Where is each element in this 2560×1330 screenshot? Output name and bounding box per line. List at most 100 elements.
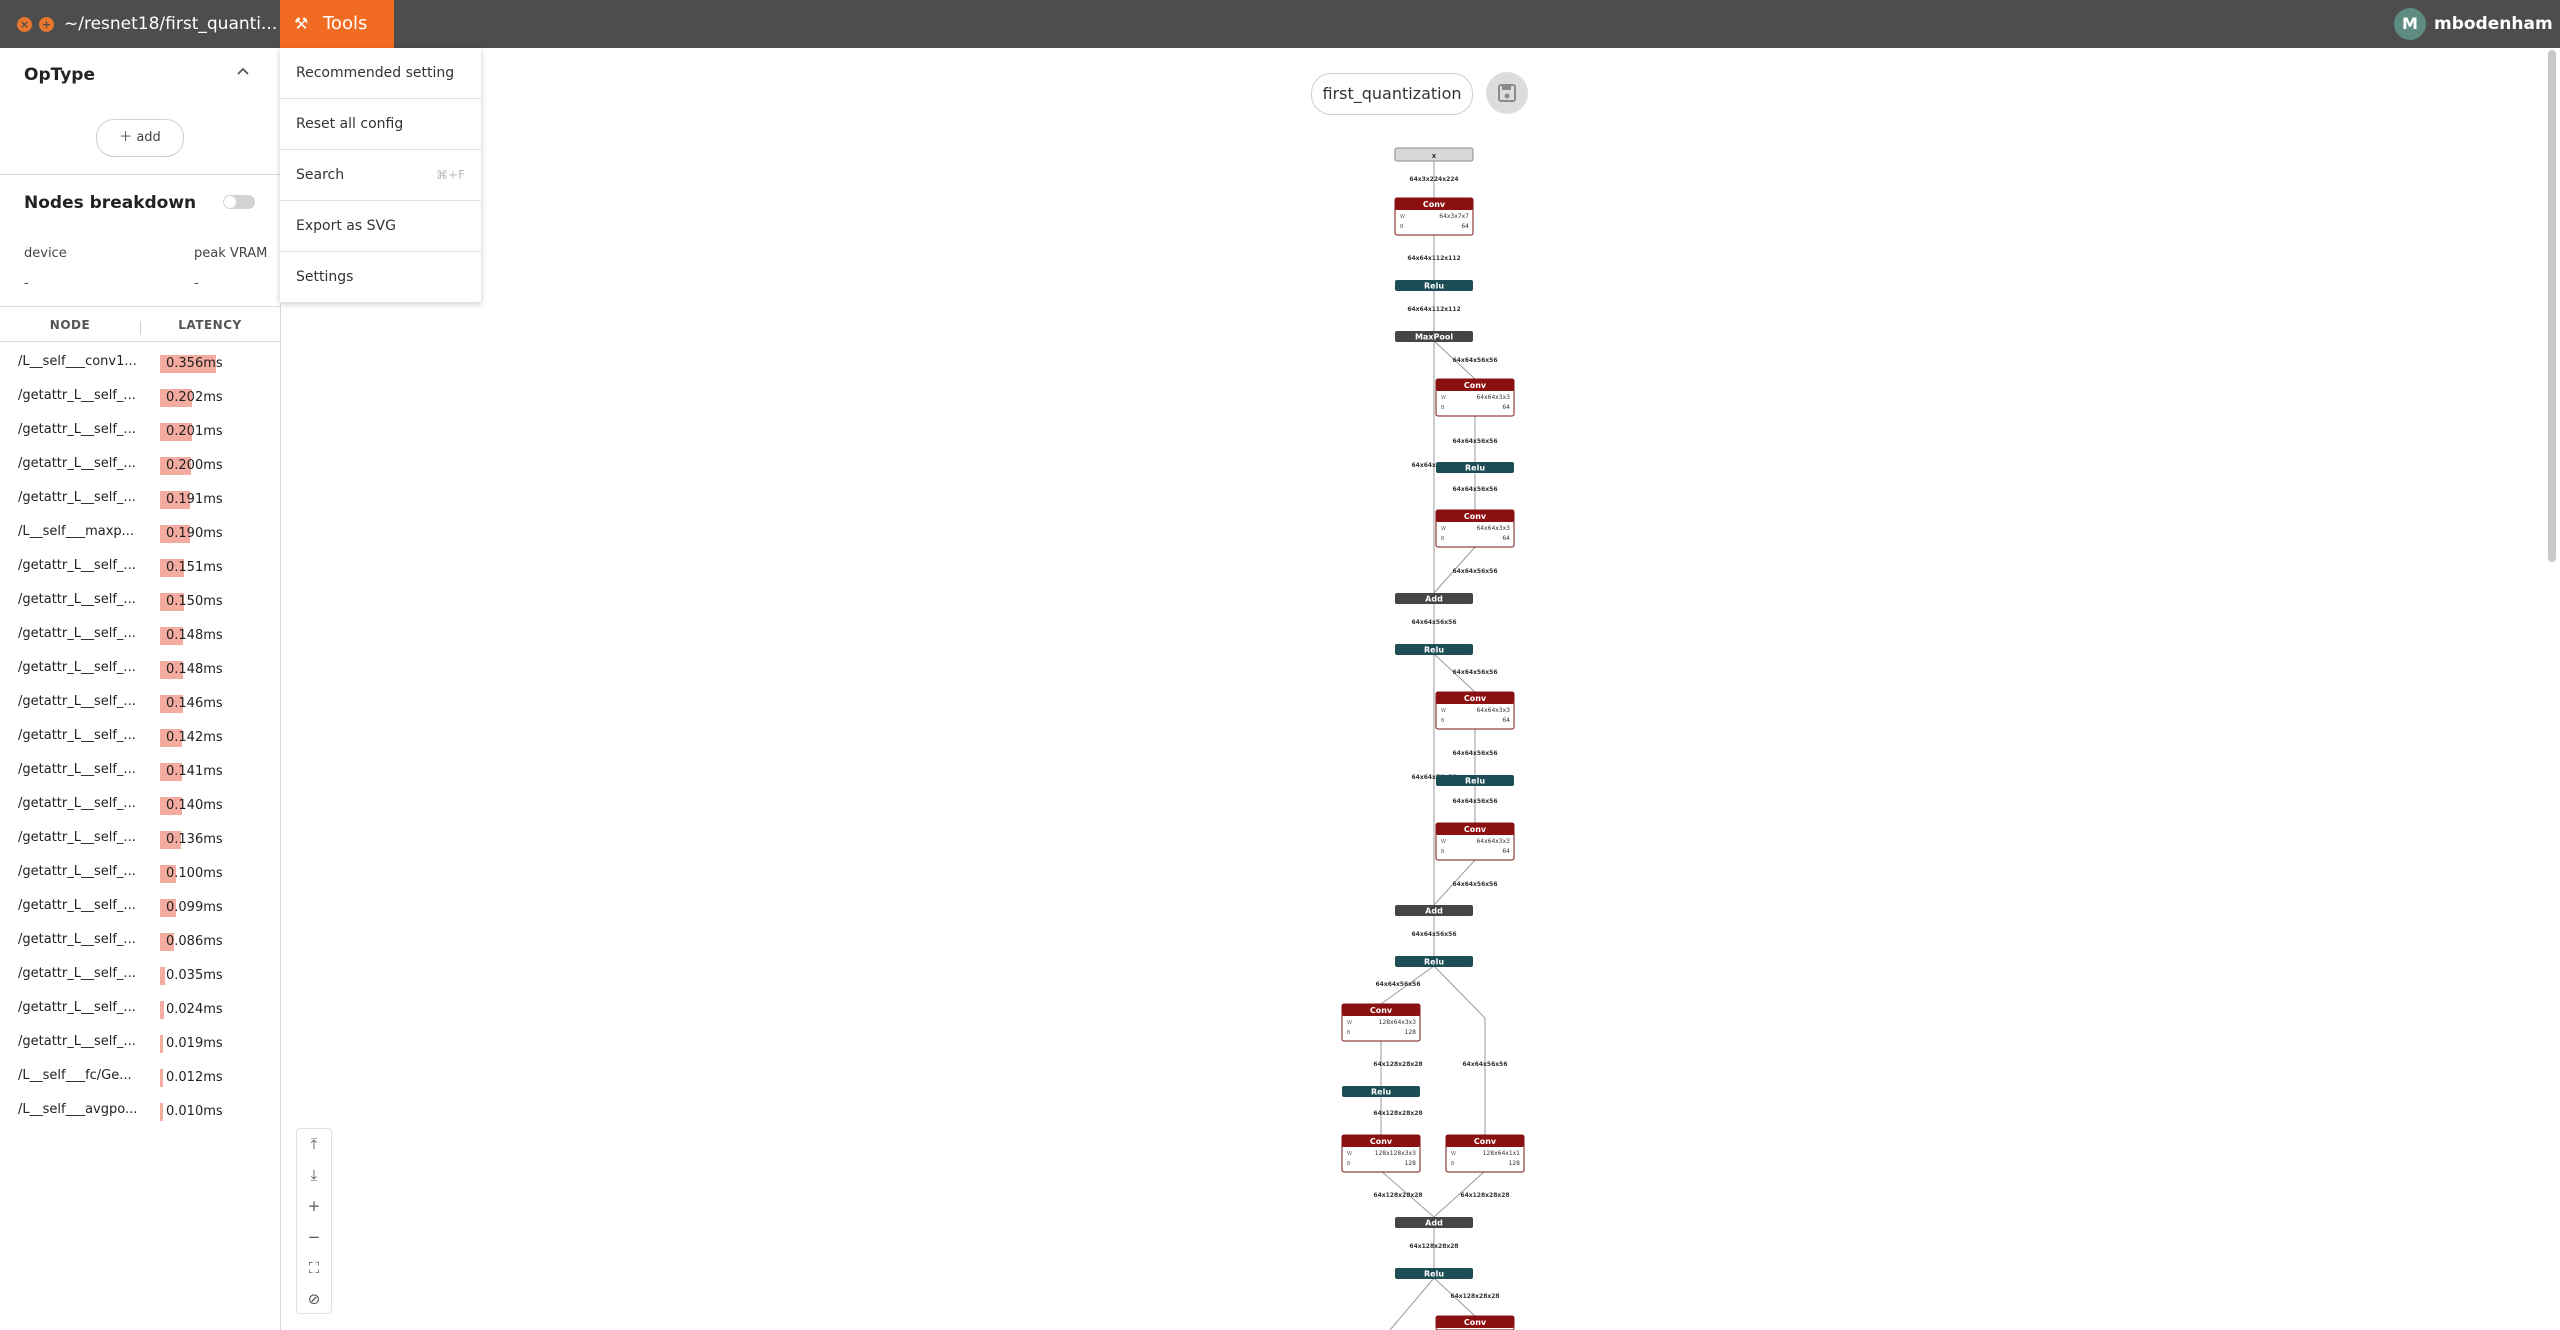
node-relu[interactable]: [1436, 462, 1514, 473]
node-relu[interactable]: [1436, 775, 1514, 786]
node-conv-label[interactable]: Conv: [1464, 1318, 1487, 1327]
table-row[interactable]: /getattr_L__self_...0.148ms: [0, 652, 280, 686]
hide-icon[interactable]: ⊘: [307, 1290, 321, 1308]
node-conv-header[interactable]: [1342, 1135, 1420, 1147]
node-conv-param[interactable]: W: [1347, 1151, 1352, 1157]
node-conv-header[interactable]: [1395, 198, 1473, 210]
node-add[interactable]: [1395, 905, 1473, 916]
node-conv-param[interactable]: B: [1441, 536, 1445, 542]
node-conv-header[interactable]: [1436, 692, 1514, 704]
node-conv-param[interactable]: B: [1441, 849, 1445, 855]
node-conv-detail[interactable]: 64: [1502, 848, 1510, 855]
node-pool[interactable]: [1395, 331, 1473, 342]
table-row[interactable]: /getattr_L__self_...0.202ms: [0, 380, 280, 414]
node-relu-label[interactable]: Relu: [1465, 777, 1485, 786]
nodes-breakdown-toggle[interactable]: [223, 195, 255, 209]
node-conv-detail[interactable]: 64: [1502, 717, 1510, 724]
table-row[interactable]: /getattr_L__self_...0.150ms: [0, 584, 280, 618]
table-row[interactable]: /getattr_L__self_...0.019ms: [0, 1026, 280, 1060]
node-conv-param[interactable]: W: [1400, 214, 1405, 220]
node-add-label[interactable]: Add: [1425, 907, 1443, 916]
node-conv-label[interactable]: Conv: [1423, 200, 1446, 209]
menu-item[interactable]: Settings: [280, 252, 481, 303]
node-conv-param[interactable]: B: [1441, 405, 1445, 411]
node-conv-header[interactable]: [1436, 379, 1514, 391]
node-conv-param[interactable]: B: [1347, 1030, 1351, 1036]
table-row[interactable]: /getattr_L__self_...0.201ms: [0, 414, 280, 448]
node-conv-detail[interactable]: 64x64x3x3: [1476, 707, 1510, 714]
menu-item[interactable]: Reset all config: [280, 99, 481, 150]
node-conv-header[interactable]: [1342, 1004, 1420, 1016]
node-add[interactable]: [1395, 593, 1473, 604]
fullscreen-icon[interactable]: ⛶: [308, 1259, 320, 1277]
node-conv-param[interactable]: B: [1451, 1161, 1455, 1167]
node-relu-label[interactable]: Relu: [1424, 282, 1444, 291]
table-row[interactable]: /getattr_L__self_...0.148ms: [0, 618, 280, 652]
save-button[interactable]: [1486, 72, 1528, 114]
maximize-icon[interactable]: +: [39, 17, 54, 32]
model-name-input[interactable]: first_quantization: [1311, 73, 1473, 115]
node-relu[interactable]: [1342, 1086, 1420, 1097]
user-name[interactable]: mbodenham: [2434, 14, 2553, 34]
node-add[interactable]: [1395, 1217, 1473, 1228]
node-conv-label[interactable]: Conv: [1370, 1006, 1393, 1015]
node-conv-detail[interactable]: 64x64x3x3: [1476, 525, 1510, 532]
menu-item[interactable]: Search⌘+F: [280, 150, 481, 201]
node-conv-detail[interactable]: 64x64x3x3: [1476, 838, 1510, 845]
add-optype-button[interactable]: ＋ add: [96, 119, 184, 157]
node-conv-detail[interactable]: 128: [1405, 1160, 1417, 1167]
node-add-label[interactable]: Add: [1425, 1219, 1443, 1228]
node-add-label[interactable]: Add: [1425, 595, 1443, 604]
node-conv-detail[interactable]: 64x3x7x7: [1439, 213, 1469, 220]
node-conv-detail[interactable]: 64x64x3x3: [1476, 394, 1510, 401]
node-relu-label[interactable]: Relu: [1424, 646, 1444, 655]
node-relu-label[interactable]: Relu: [1424, 958, 1444, 967]
node-conv-detail[interactable]: 128x128x3x3: [1375, 1150, 1416, 1157]
node-relu[interactable]: [1395, 280, 1473, 291]
table-row[interactable]: /getattr_L__self_...0.142ms: [0, 720, 280, 754]
node-conv-label[interactable]: Conv: [1464, 694, 1487, 703]
node-conv-detail[interactable]: 128x64x1x1: [1483, 1150, 1521, 1157]
table-row[interactable]: /getattr_L__self_...0.151ms: [0, 550, 280, 584]
node-conv-header[interactable]: [1436, 510, 1514, 522]
node-conv-detail[interactable]: 128: [1509, 1160, 1521, 1167]
tools-menu-button[interactable]: ⚒ Tools: [280, 0, 394, 48]
node-conv-label[interactable]: Conv: [1370, 1137, 1393, 1146]
table-row[interactable]: /getattr_L__self_...0.099ms: [0, 890, 280, 924]
node-conv-header[interactable]: [1436, 1316, 1514, 1328]
chevron-up-icon[interactable]: [236, 64, 250, 83]
node-conv-header[interactable]: [1436, 823, 1514, 835]
node-conv-param[interactable]: B: [1441, 718, 1445, 724]
fit-bottom-icon[interactable]: ⤓: [310, 1166, 318, 1184]
table-row[interactable]: /getattr_L__self_...0.086ms: [0, 924, 280, 958]
node-conv-label[interactable]: Conv: [1474, 1137, 1497, 1146]
node-conv-header[interactable]: [1446, 1135, 1524, 1147]
node-input-label[interactable]: x: [1432, 152, 1437, 160]
node-conv-detail[interactable]: 128: [1405, 1029, 1417, 1036]
node-conv-detail[interactable]: 64: [1461, 223, 1469, 230]
table-row[interactable]: /getattr_L__self_...0.100ms: [0, 856, 280, 890]
table-row[interactable]: /getattr_L__self_...0.141ms: [0, 754, 280, 788]
node-conv-param[interactable]: W: [1347, 1020, 1352, 1026]
column-header-node[interactable]: NODE: [49, 318, 91, 332]
node-relu-label[interactable]: Relu: [1465, 464, 1485, 473]
node-conv-param[interactable]: B: [1347, 1161, 1351, 1167]
node-relu[interactable]: [1395, 956, 1473, 967]
node-relu[interactable]: [1395, 644, 1473, 655]
vertical-scrollbar[interactable]: [2548, 50, 2556, 562]
table-row[interactable]: /L__self___conv1...0.356ms: [0, 346, 280, 380]
menu-item[interactable]: Export as SVG: [280, 201, 481, 252]
node-conv-label[interactable]: Conv: [1464, 825, 1487, 834]
node-conv-param[interactable]: W: [1441, 708, 1446, 714]
avatar[interactable]: M: [2394, 8, 2426, 40]
table-row[interactable]: /getattr_L__self_...0.136ms: [0, 822, 280, 856]
node-conv-detail[interactable]: 128x64x3x3: [1379, 1019, 1417, 1026]
table-row[interactable]: /getattr_L__self_...0.024ms: [0, 992, 280, 1026]
node-conv-param[interactable]: W: [1441, 526, 1446, 532]
table-row[interactable]: /L__self___maxp...0.190ms: [0, 516, 280, 550]
node-conv-detail[interactable]: 64: [1502, 535, 1510, 542]
node-relu[interactable]: [1395, 1268, 1473, 1279]
node-pool-label[interactable]: MaxPool: [1415, 333, 1453, 342]
node-conv-param[interactable]: W: [1451, 1151, 1456, 1157]
table-row[interactable]: /getattr_L__self_...0.200ms: [0, 448, 280, 482]
